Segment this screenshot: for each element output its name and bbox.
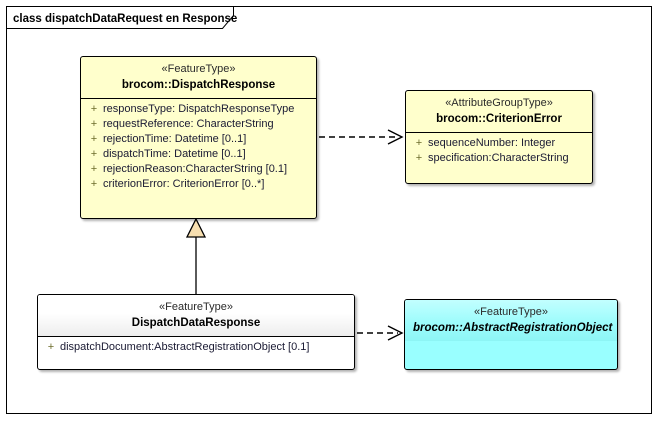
- uml-class-abstract-registration-object[interactable]: «FeatureType» brocom::AbstractRegistrati…: [404, 299, 618, 370]
- diagram-frame-title-tab: [6, 6, 234, 29]
- class-stereotype: «FeatureType»: [474, 306, 548, 318]
- attribute-text: criterionError: CriterionError [0..*]: [103, 178, 265, 191]
- attribute-text: rejectionReason:CharacterString [0.1]: [103, 163, 288, 176]
- class-header: «AttributeGroupType» brocom::CriterionEr…: [406, 91, 592, 132]
- attribute-text: rejectionTime: Datetime [0..1]: [103, 133, 247, 146]
- class-name: brocom::DispatchResponse: [121, 78, 276, 91]
- visibility-marker: +: [90, 148, 98, 161]
- attribute-text: requestReference: CharacterString: [103, 118, 274, 131]
- class-attributes: + dispatchDocument:AbstractRegistrationO…: [38, 336, 354, 360]
- visibility-marker: +: [90, 133, 98, 146]
- uml-class-dispatch-data-response[interactable]: «FeatureType» DispatchDataResponse + dis…: [37, 294, 355, 370]
- uml-class-criterion-error[interactable]: «AttributeGroupType» brocom::CriterionEr…: [405, 90, 593, 184]
- visibility-marker: +: [415, 137, 423, 150]
- attribute-row: + responseType: DispatchResponseType: [81, 102, 316, 117]
- class-name: DispatchDataResponse: [131, 316, 261, 329]
- class-stereotype: «FeatureType»: [161, 63, 236, 75]
- attribute-row: + criterionError: CriterionError [0..*]: [81, 177, 316, 192]
- diagram-frame-title: class dispatchDataRequest en Response: [13, 13, 238, 25]
- class-attributes: + sequenceNumber: Integer + specificatio…: [406, 132, 592, 171]
- class-stereotype: «AttributeGroupType»: [445, 97, 553, 109]
- attribute-row: + rejectionTime: Datetime [0..1]: [81, 132, 316, 147]
- visibility-marker: +: [47, 341, 55, 354]
- attribute-text: dispatchTime: Datetime [0..1]: [103, 148, 246, 161]
- visibility-marker: +: [90, 178, 98, 191]
- class-name: brocom::CriterionError: [436, 112, 562, 125]
- attribute-row: + dispatchDocument:AbstractRegistrationO…: [38, 340, 354, 355]
- attribute-row: + specification:CharacterString: [406, 151, 592, 166]
- visibility-marker: +: [90, 163, 98, 176]
- visibility-marker: +: [90, 103, 98, 116]
- attribute-text: specification:CharacterString: [428, 152, 569, 165]
- uml-class-dispatch-response[interactable]: «FeatureType» brocom::DispatchResponse +…: [80, 56, 317, 219]
- attribute-row: + rejectionReason:CharacterString [0.1]: [81, 162, 316, 177]
- attribute-row: + dispatchTime: Datetime [0..1]: [81, 147, 316, 162]
- class-attributes: + responseType: DispatchResponseType + r…: [81, 98, 316, 197]
- attribute-row: + requestReference: CharacterString: [81, 117, 316, 132]
- class-name: brocom::AbstractRegistrationObject: [413, 321, 613, 334]
- attribute-text: sequenceNumber: Integer: [428, 137, 556, 150]
- attribute-row: + sequenceNumber: Integer: [406, 136, 592, 151]
- class-header: «FeatureType» brocom::AbstractRegistrati…: [405, 300, 617, 342]
- visibility-marker: +: [415, 152, 423, 165]
- class-stereotype: «FeatureType»: [159, 301, 233, 313]
- class-header: «FeatureType» brocom::DispatchResponse: [81, 57, 316, 98]
- class-header: «FeatureType» DispatchDataResponse: [38, 295, 354, 337]
- attribute-text: responseType: DispatchResponseType: [103, 103, 295, 116]
- attribute-text: dispatchDocument:AbstractRegistrationObj…: [60, 341, 310, 354]
- visibility-marker: +: [90, 118, 98, 131]
